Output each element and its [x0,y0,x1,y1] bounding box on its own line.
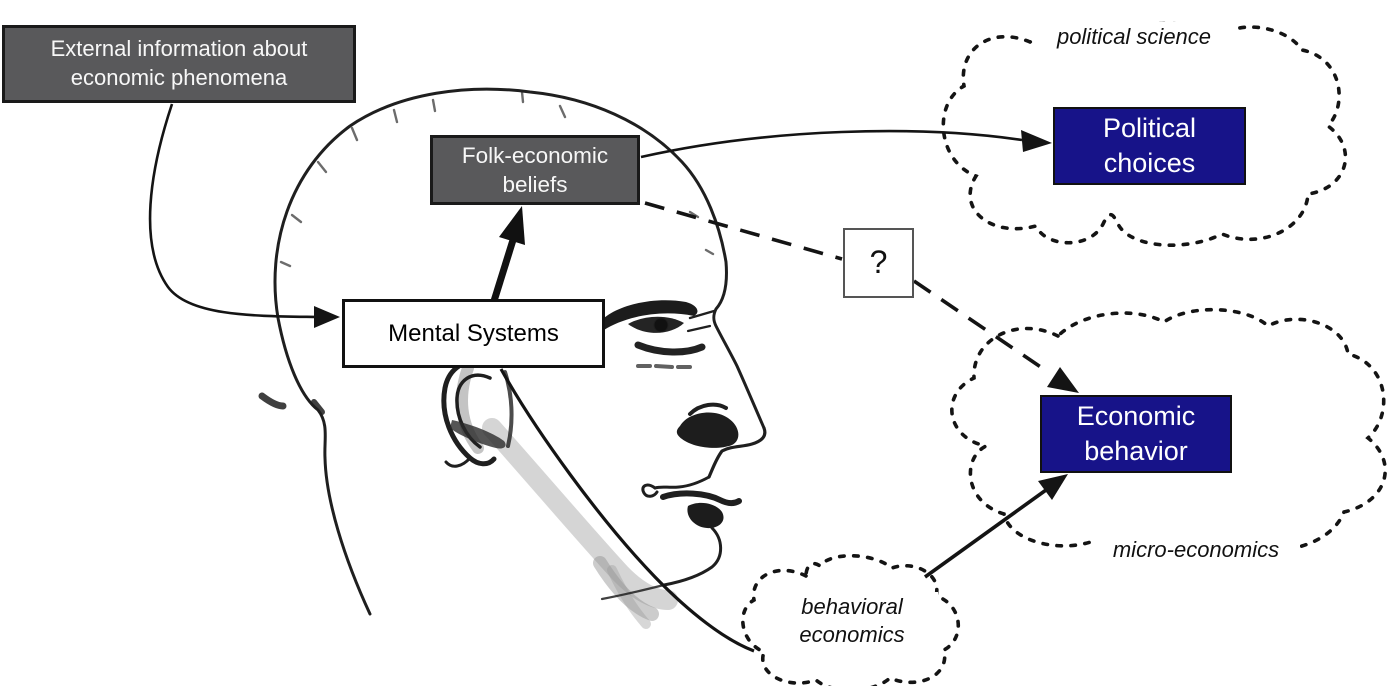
lower-lip [687,502,724,529]
eyebrow [598,300,698,330]
micro-economics-label: micro-economics [1092,535,1300,566]
behavioral-economics-cloud [741,553,960,686]
line-mental-to-behavioral [499,368,755,653]
mouth-line [660,490,742,507]
arrow-mental-to-folk [490,206,525,303]
question-mark-box: ? [843,228,914,298]
dashed-arrow-folk-to-economic [644,201,1079,393]
mental-systems-box: Mental Systems [342,299,605,368]
political-choices-box: Political choices [1053,107,1246,185]
head-shading [456,362,678,629]
folk-economic-beliefs-box: Folk-economic beliefs [430,135,640,205]
external-information-box: External information about economic phen… [2,25,356,103]
arrow-behavioral-to-economic [923,474,1068,579]
skull-tick-marks [279,90,715,268]
economic-behavior-box: Economic behavior [1040,395,1232,473]
political-science-cloud [941,21,1348,247]
arrow-external-to-mental [148,103,340,328]
political-science-label: political science [1034,22,1234,53]
head-profile-sketch [258,87,767,629]
nostril [676,412,739,448]
behavioral-economics-label: behavioral economics [766,592,938,651]
arrow-folk-to-political [640,129,1052,159]
